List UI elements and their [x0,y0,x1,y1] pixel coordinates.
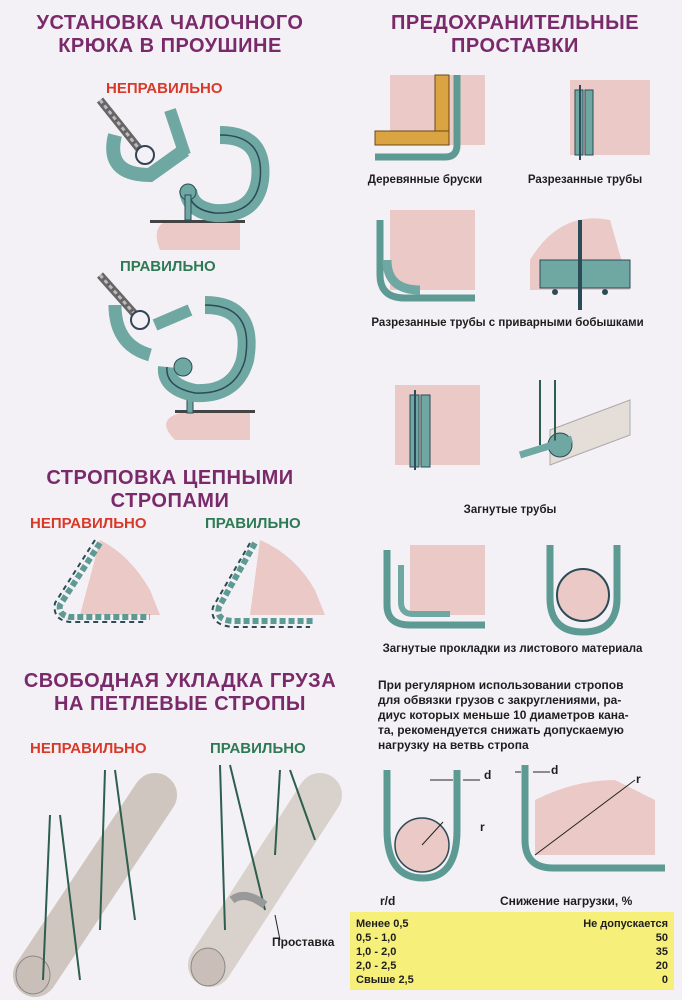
cut-pipes-illustration [570,80,650,160]
table-value: 50 [655,932,668,944]
bent-pipes-right-illustration [518,380,631,466]
d-label-right: d [551,763,559,777]
cut-pipes-caption: Разрезанные трубы [527,174,643,186]
radius-large-illustration [515,765,665,872]
hook-right-label: ПРАВИЛЬНО [120,258,216,275]
bent-pipes-left-illustration [395,385,480,470]
hook-wrong-illustration [96,97,270,250]
cut-pipes-bosses-right-illustration [530,218,631,310]
rd-header: r/d [380,894,396,908]
hook-title-line2: КРЮКА В ПРОУШИНЕ [58,35,282,57]
table-range: 1,0 - 2,0 [356,946,397,958]
radius-note-line3: диус которых меньше 10 диаметров кана- [378,708,629,722]
table-range: Менее 0,5 [356,918,409,930]
loop-title: СВОБОДНАЯ УКЛАДКА ГРУЗА НА ПЕТЛЕВЫЕ СТРО… [10,670,350,716]
table-value: 35 [655,946,668,958]
table-value: 0 [661,974,668,986]
reduction-header: Снижение нагрузки, % [500,894,633,908]
spacers-title-line1: ПРЕДОХРАНИТЕЛЬНЫЕ [390,12,640,34]
cut-pipes-bosses-caption: Разрезанные трубы с приварными бобышками [371,317,644,329]
bent-sheet-caption: Загнутые прокладки из листового материал… [382,643,643,655]
radius-note-line2: для обвязки грузов с закруглениями, ра- [378,693,622,707]
cut-pipes-bosses-left-illustration [376,210,475,302]
hook-title: УСТАНОВКА ЧАЛОЧНОГО КРЮКА В ПРОУШИНЕ [10,12,330,58]
spacers-title: ПРЕДОХРАНИТЕЛЬНЫЕ ПРОСТАВКИ [355,12,675,58]
loop-title-line2: НА ПЕТЛЕВЫЕ СТРОПЫ [54,693,306,715]
loop-title-line1: СВОБОДНАЯ УКЛАДКА ГРУЗА [23,670,337,692]
table-range: 0,5 - 1,0 [356,932,397,944]
chain-wrong-label: НЕПРАВИЛЬНО [30,515,147,532]
hook-right-illustration [97,272,256,440]
chain-title-line2: СТРОПАМИ [110,490,230,512]
chain-right-illustration [211,540,325,628]
spacers-title-line2: ПРОСТАВКИ [451,35,579,57]
reduction-table: Менее 0,5 Не допускается 0,5 - 1,0 50 1,… [350,912,674,990]
table-row: 1,0 - 2,0 35 [356,946,668,958]
loop-wrong-illustration [13,769,177,997]
wooden-bars-caption: Деревянные бруски [367,174,483,186]
radius-note: При регулярном использовании стропов для… [378,678,678,753]
chain-wrong-illustration [53,539,160,623]
chain-right-label: ПРАВИЛЬНО [205,515,301,532]
radius-note-line5: нагрузку на ветвь стропа [378,738,529,752]
d-label-left: d [484,768,492,782]
spacer-label: Проставка [272,935,335,949]
bent-sheet-right-illustration [546,545,621,636]
wooden-bars-illustration [374,74,485,161]
table-row: 2,0 - 2,5 20 [356,960,668,972]
loop-wrong-label: НЕПРАВИЛЬНО [30,740,147,757]
table-range: 2,0 - 2,5 [356,960,397,972]
radius-small-illustration [383,770,480,882]
chain-title-line1: СТРОПОВКА ЦЕПНЫМИ [46,467,294,489]
table-range: Свыше 2,5 [356,974,414,986]
bent-sheet-left-illustration [383,545,485,629]
table-row: 0,5 - 1,0 50 [356,932,668,944]
chain-title: СТРОПОВКА ЦЕПНЫМИ СТРОПАМИ [10,467,330,513]
table-value: Не допускается [583,918,668,930]
table-row: Менее 0,5 Не допускается [356,918,668,930]
r-label-right: r [636,772,641,786]
bent-pipes-caption: Загнутые трубы [463,504,557,516]
loop-right-illustration [188,764,342,987]
r-label-left: r [480,820,485,834]
hook-wrong-label: НЕПРАВИЛЬНО [106,80,223,97]
radius-note-line4: та, рекомендуется снижать допускаемую [378,723,624,737]
hook-title-line1: УСТАНОВКА ЧАЛОЧНОГО [36,12,304,34]
table-value: 20 [655,960,668,972]
loop-right-label: ПРАВИЛЬНО [210,740,306,757]
radius-note-line1: При регулярном использовании стропов [378,678,624,692]
table-row: Свыше 2,5 0 [356,974,668,986]
